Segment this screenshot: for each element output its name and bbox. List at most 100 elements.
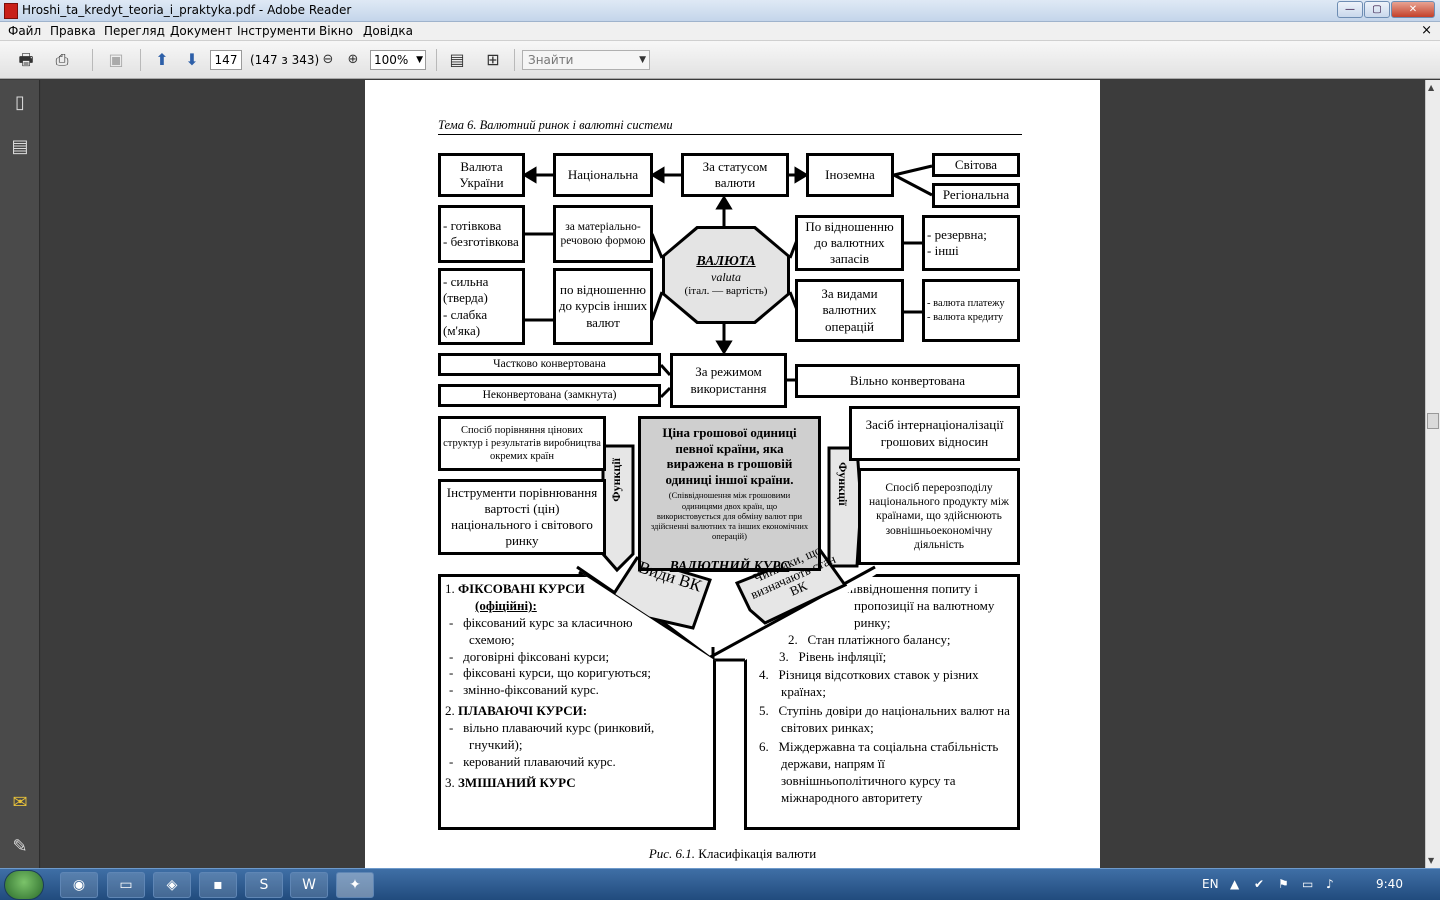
volume-icon[interactable]: ♪ [1326, 877, 1334, 891]
rate-type-mixed: ЗМІШАНИЙ КУРС [458, 774, 576, 790]
media-icon[interactable]: ◈ [153, 872, 191, 898]
zoom-out-icon[interactable]: ⊖ [322, 52, 334, 67]
menu-edit[interactable]: Правка [50, 24, 96, 38]
adobe-reader-icon[interactable]: ✦ [336, 872, 374, 898]
box-operations: За видами валютних операцій [795, 279, 904, 342]
pdf-page: Тема 6. Валютний ринок і валютні системи [365, 80, 1100, 870]
zoom-value: 100% [374, 53, 409, 67]
menu-view[interactable]: Перегляд [104, 24, 165, 38]
toolbar-separator [436, 49, 437, 71]
octagon-note: (італ. — вартість) [684, 284, 768, 297]
clock[interactable]: 9:40 [1376, 877, 1403, 891]
zoom-in-icon[interactable]: ⊕ [347, 52, 359, 67]
explorer-icon[interactable]: ▭ [107, 872, 145, 898]
chrome-icon[interactable]: ◉ [60, 872, 98, 898]
tray-chevron-icon[interactable]: ▲ [1230, 877, 1240, 891]
box-function-internationalization: Засіб інтернаціоналізації грошових відно… [849, 406, 1020, 461]
exchange-rate-note: (Співвідношення між грошовими одиницями … [650, 490, 809, 542]
close-button[interactable]: ✕ [1391, 1, 1435, 18]
title-bar: Hroshi_ta_kredyt_teoria_i_praktyka.pdf -… [0, 0, 1440, 22]
panel-number: 2. [788, 631, 808, 647]
vertical-scrollbar[interactable]: ▲ ▼ [1425, 80, 1440, 868]
menu-document[interactable]: Документ [170, 24, 233, 38]
navigation-panel: ▯ ▤ ✉ ✎ [0, 80, 40, 868]
toolbar: 🖶 ⎙ ▣ ⬆ ⬇ 147 (147 з 343) ⊖ ⊕ 100%▼ ▤ ⊞ … [0, 41, 1440, 79]
chevron-down-icon: ▼ [639, 55, 646, 65]
panel-number: 3. [445, 774, 458, 790]
box-usage-regime: За режимом використання [670, 353, 787, 408]
box-foreign: Іноземна [806, 153, 894, 197]
panel-number: 1. [445, 581, 458, 596]
box-world: Світова [932, 153, 1020, 177]
list-item: змінно-фіксований курс. [463, 682, 599, 698]
cash-item: - готівкова [443, 217, 502, 233]
pages-icon[interactable]: ▯ [15, 92, 25, 113]
figure-caption: Рис. 6.1. Класифікація валюти [365, 846, 1100, 862]
box-reserve-types: - резервна; - інші [922, 215, 1020, 271]
list-dash: - [449, 682, 464, 698]
list-dash: - [449, 614, 464, 630]
toolbar-separator [514, 49, 515, 71]
comments-icon[interactable]: ✉ [12, 792, 28, 813]
box-reserve-relation: По відношенню до валютних запасів [795, 215, 904, 271]
rate-type-floating: ПЛАВАЮЧІ КУРСИ: [458, 703, 588, 719]
octagon-title: ВАЛЮТА [696, 253, 756, 269]
attachments-panel-icon[interactable]: ▤ [11, 136, 29, 157]
menu-bar: Файл Правка Перегляд Документ Інструмент… [0, 22, 1440, 41]
factor-item: Ступінь довіри до національних валют на … [778, 703, 1010, 736]
network-icon[interactable]: ✔ [1254, 877, 1265, 891]
box-strength: - сильна (тверда) - слабка (м'яка) [438, 268, 525, 345]
comment-tool-icon[interactable]: ▣ [108, 50, 124, 69]
list-item: договірні фіксовані курси; [463, 648, 610, 664]
skype-icon[interactable]: S [245, 872, 283, 898]
window-title: Hroshi_ta_kredyt_teoria_i_praktyka.pdf -… [22, 3, 352, 17]
box-function-compare: Спосіб порівняння цінових структур і рез… [438, 416, 606, 471]
list-dash: - [449, 665, 464, 681]
language-indicator[interactable]: EN [1202, 877, 1219, 891]
pdf-app-icon [4, 3, 18, 19]
caption-label: Рис. 6.1. [648, 846, 696, 861]
reserve-item: - інші [927, 243, 959, 258]
rate-type-fixed-note: (офіційні): [475, 597, 537, 613]
display-icon[interactable]: ▭ [1302, 877, 1314, 891]
print-icon[interactable]: 🖶 [18, 50, 34, 69]
word-icon[interactable]: W [290, 872, 328, 898]
next-page-icon[interactable]: ⬇ [185, 50, 199, 69]
menu-tools[interactable]: Інструменти [237, 24, 316, 38]
minimize-button[interactable]: — [1337, 1, 1363, 18]
document-close-icon[interactable]: × [1421, 23, 1432, 38]
box-cash-types: - готівкова - безготівкова [438, 205, 525, 263]
paperclip-icon[interactable]: ✎ [12, 836, 28, 857]
find-placeholder: Знайти [528, 53, 574, 67]
page-number-input[interactable]: 147 [210, 50, 242, 70]
menu-help[interactable]: Довідка [363, 24, 414, 38]
factor-item: Співвідношення попиту і пропозиції на ва… [837, 581, 995, 630]
box-by-status: За статусом валюти [681, 153, 789, 197]
factor-item: Стан платіжного балансу; [807, 631, 951, 647]
scroll-up-icon[interactable]: ▲ [1428, 83, 1435, 92]
zoom-select[interactable]: 100%▼ [370, 50, 426, 70]
toolbar-separator [140, 49, 141, 71]
menu-file[interactable]: Файл [8, 24, 42, 38]
factor-item: Рівень інфляції; [798, 648, 887, 664]
share-icon[interactable]: ⎙ [55, 50, 69, 69]
rate-type-fixed: ФІКСОВАНІ КУРСИ [458, 581, 585, 596]
box-operation-types: - валюта платежу - валюта кредиту [922, 279, 1020, 342]
maximize-button[interactable]: ▢ [1364, 1, 1390, 18]
flag-icon[interactable]: ⚑ [1278, 877, 1289, 891]
strength-item: - сильна (тверда) [443, 274, 489, 306]
start-button[interactable] [4, 870, 44, 900]
scroll-thumb[interactable] [1427, 413, 1439, 429]
panel-number: 5. [759, 703, 779, 719]
functions-label-right: Функції [836, 462, 850, 506]
save-app-icon[interactable]: ▪ [199, 872, 237, 898]
caption-text: Класифікація валюти [695, 846, 817, 861]
list-item: фіксовані курси, що коригуються; [463, 665, 652, 681]
previous-page-icon[interactable]: ⬆ [155, 50, 169, 69]
fit-width-icon[interactable]: ⊞ [486, 50, 500, 69]
fit-page-icon[interactable]: ▤ [449, 50, 465, 69]
find-input[interactable]: Знайти ▼ [522, 50, 650, 70]
menu-window[interactable]: Вікно [319, 24, 354, 38]
scroll-down-icon[interactable]: ▼ [1428, 856, 1435, 865]
reserve-item: - резервна; [927, 226, 987, 242]
